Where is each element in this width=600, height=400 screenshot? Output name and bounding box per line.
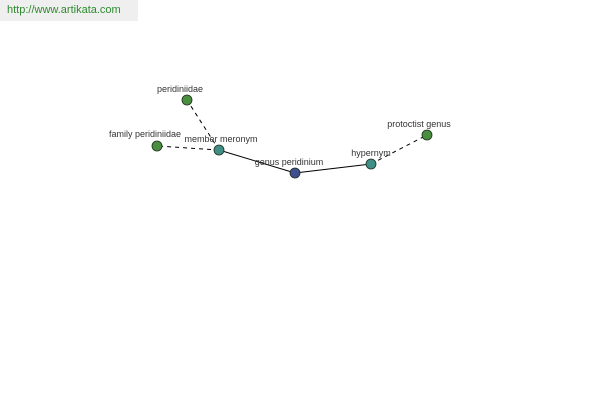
- node-label-genus-peridinium[interactable]: genus peridinium: [255, 157, 324, 167]
- node-label-member-meronym[interactable]: member meronym: [184, 134, 257, 144]
- edge-genus-peridinium-to-hypernym: [294, 163, 372, 174]
- node-label-family-peridiniidae[interactable]: family peridiniidae: [109, 129, 181, 139]
- node-family-peridiniidae[interactable]: [151, 140, 163, 152]
- nodes-layer: [151, 94, 433, 179]
- node-label-protoctist-genus[interactable]: protoctist genus: [387, 119, 451, 129]
- node-member-meronym[interactable]: [213, 144, 225, 156]
- edge-genus-peridinium-to-member-meronym: [218, 149, 296, 174]
- edge-member-meronym-to-peridiniidae: [186, 99, 220, 151]
- edge-hypernym-to-protoctist-genus: [370, 134, 428, 165]
- labels-layer: genus peridinium member meronym hypernym pe…: [109, 84, 451, 167]
- edges-layer: [156, 99, 428, 174]
- node-protoctist-genus[interactable]: [421, 129, 433, 141]
- watermark-url: http://www.artikata.com: [0, 0, 138, 21]
- node-label-hypernym[interactable]: hypernym: [351, 148, 391, 158]
- node-genus-peridinium[interactable]: [289, 167, 301, 179]
- edge-member-meronym-to-family-peridiniidae: [156, 145, 220, 151]
- node-hypernym[interactable]: [365, 158, 377, 170]
- node-label-peridiniidae[interactable]: peridiniidae: [157, 84, 203, 94]
- node-peridiniidae[interactable]: [181, 94, 193, 106]
